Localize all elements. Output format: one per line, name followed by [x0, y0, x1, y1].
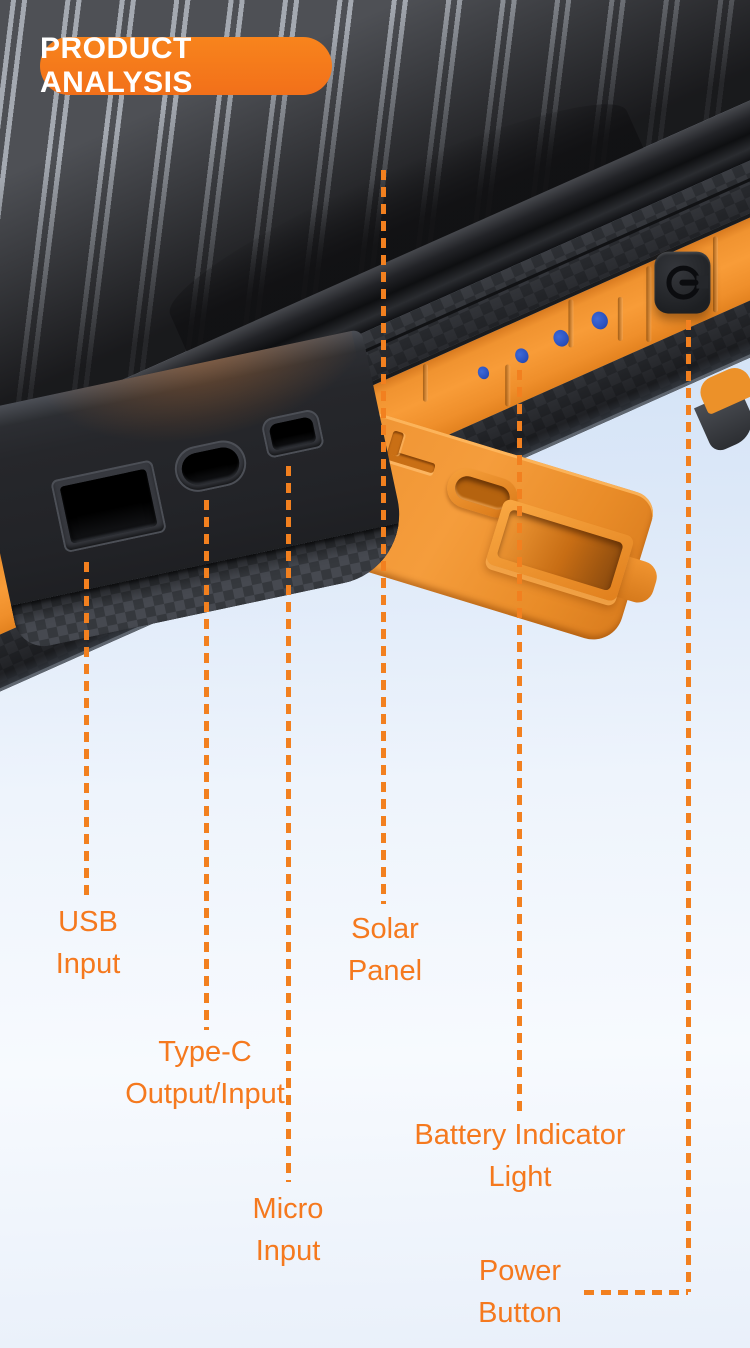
label-line: Solar	[351, 913, 419, 945]
type-c-leader-line	[204, 500, 209, 1030]
micro-leader-line	[286, 466, 291, 1182]
panel-groove	[568, 299, 574, 348]
label-line: Micro	[252, 1193, 324, 1225]
micro-label: Micro Input	[188, 1188, 388, 1272]
power-button	[654, 251, 711, 314]
power-label: Power Button	[420, 1250, 620, 1334]
indicator-led	[588, 309, 611, 332]
power-leader-line	[686, 320, 691, 1292]
power-leader-elbow	[584, 1290, 688, 1295]
label-line: Type-C	[158, 1036, 252, 1068]
panel-groove	[422, 363, 428, 402]
label-line: Input	[55, 948, 121, 980]
solar-leader-line	[381, 170, 386, 904]
indicator-led	[512, 346, 531, 366]
label-line: Power	[478, 1255, 562, 1287]
panel-groove	[505, 364, 511, 407]
label-line: Output/Input	[125, 1078, 285, 1110]
label-line: Light	[488, 1161, 552, 1193]
battery-leader-line	[517, 370, 522, 1112]
label-line: Button	[478, 1297, 562, 1329]
type-c-label: Type-C Output/Input	[105, 1031, 305, 1115]
panel-groove	[646, 266, 652, 343]
battery-label: Battery Indicator Light	[370, 1114, 670, 1198]
usb-leader-line	[84, 562, 89, 895]
flap-rect-recess	[485, 497, 636, 603]
label-line: Panel	[347, 955, 423, 987]
label-line: USB	[58, 906, 118, 938]
solar-label: Solar Panel	[285, 908, 485, 992]
indicator-led	[475, 364, 492, 381]
panel-groove	[712, 236, 718, 313]
usb-label: USB Input	[0, 901, 188, 985]
label-line: Battery Indicator	[414, 1119, 626, 1151]
product-analysis-badge: PRODUCT ANALYSIS	[40, 32, 332, 99]
badge-label: PRODUCT ANALYSIS	[40, 32, 193, 99]
label-line: Input	[255, 1235, 321, 1267]
panel-groove	[617, 296, 623, 341]
